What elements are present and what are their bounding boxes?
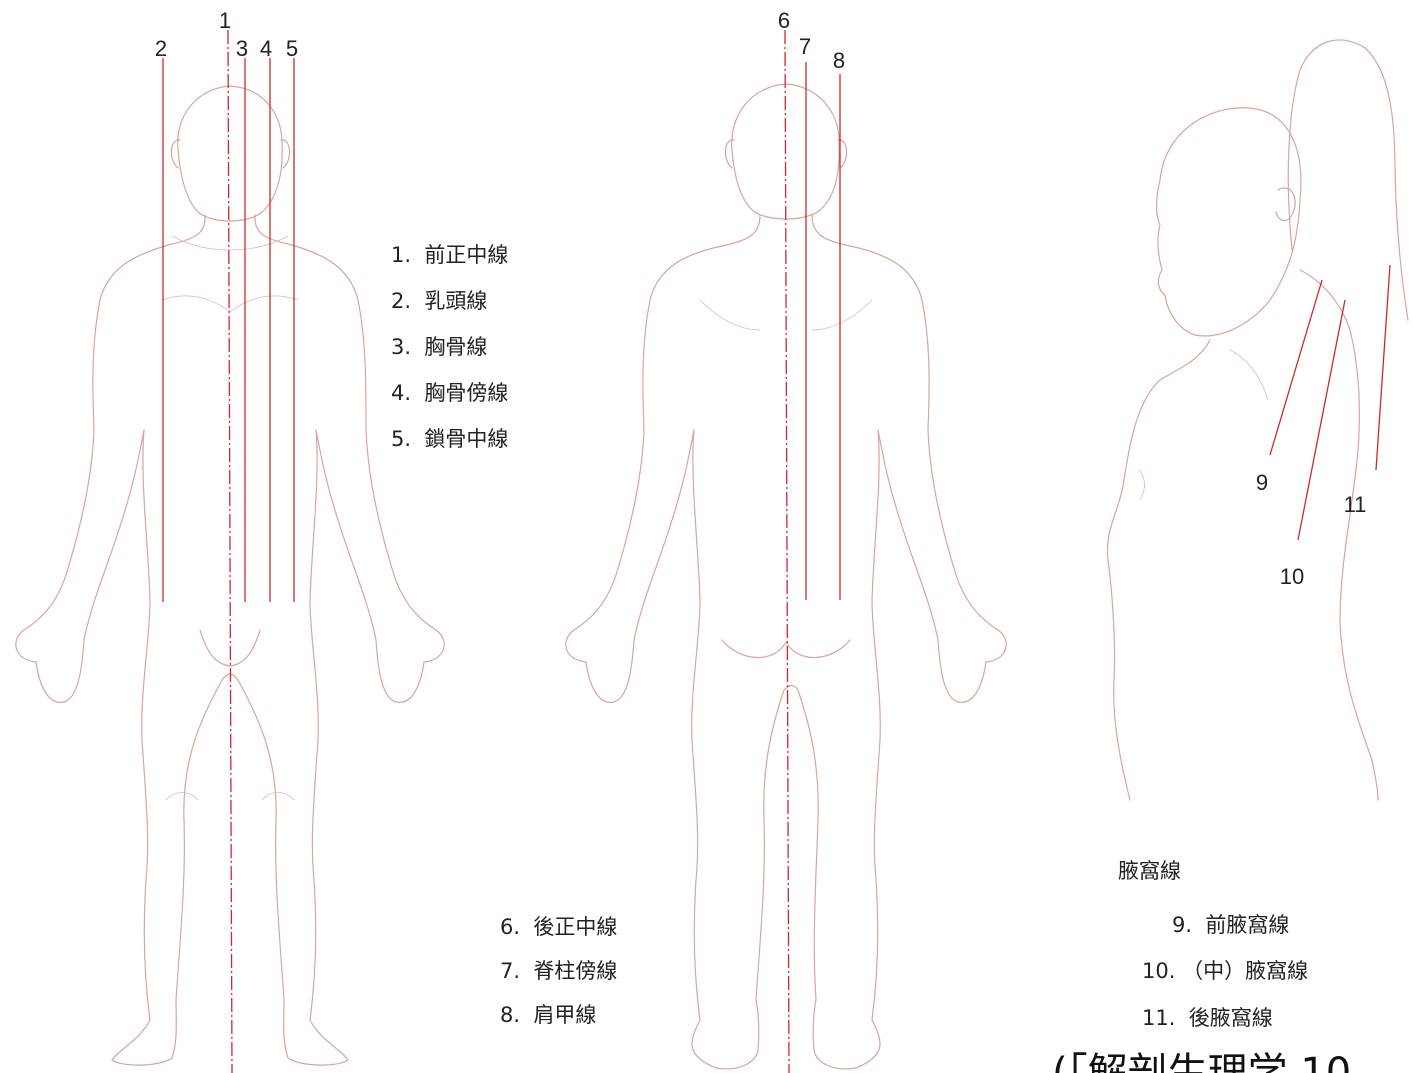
front-body-outline (15, 85, 445, 1066)
side-legend-item-11: 11. 後腋窩線 (1142, 1006, 1273, 1030)
label-2: 2 (155, 36, 167, 61)
front-legend-item-2: 2. 乳頭線 (391, 289, 488, 313)
front-legend-item-4: 4. 胸骨傍線 (391, 381, 509, 405)
back-legend-item-7: 7. 脊柱傍線 (500, 959, 618, 983)
label-9: 9 (1256, 470, 1268, 495)
line-6-posterior-midline (784, 29, 790, 1073)
line-9-anterior-axillary-line (1269, 279, 1323, 456)
label-4: 4 (260, 36, 272, 61)
back-legend-item-8: 8. 肩甲線 (500, 1003, 597, 1027)
label-3: 3 (236, 36, 248, 61)
side-legend-item-10: 10. （中）腋窩線 (1142, 959, 1309, 983)
source-caption: (「解剖生理学 10 (1052, 1050, 1352, 1073)
front-legend-item-3: 3. 胸骨線 (391, 335, 488, 359)
back-legend-item-6: 6. 後正中線 (500, 915, 618, 939)
side-body-outline (1106, 39, 1409, 801)
line-11-posterior-axillary-line (1375, 264, 1391, 471)
label-10: 10 (1280, 564, 1304, 589)
label-8: 8 (833, 48, 845, 73)
side-legend-item-9: 9. 前腋窩線 (1172, 913, 1290, 937)
label-7: 7 (799, 34, 811, 59)
label-1: 1 (219, 8, 231, 33)
label-6: 6 (778, 8, 790, 33)
line-10-midaxillary-line (1297, 299, 1346, 541)
line-1-anterior-midline (227, 29, 233, 1073)
axillary-lines-heading: 腋窩線 (1118, 859, 1181, 883)
label-11: 11 (1344, 492, 1367, 517)
front-legend-item-1: 1. 前正中線 (391, 243, 509, 267)
label-5: 5 (286, 36, 298, 61)
front-legend-item-5: 5. 鎖骨中線 (391, 427, 509, 451)
back-body-outline (565, 83, 1007, 1070)
